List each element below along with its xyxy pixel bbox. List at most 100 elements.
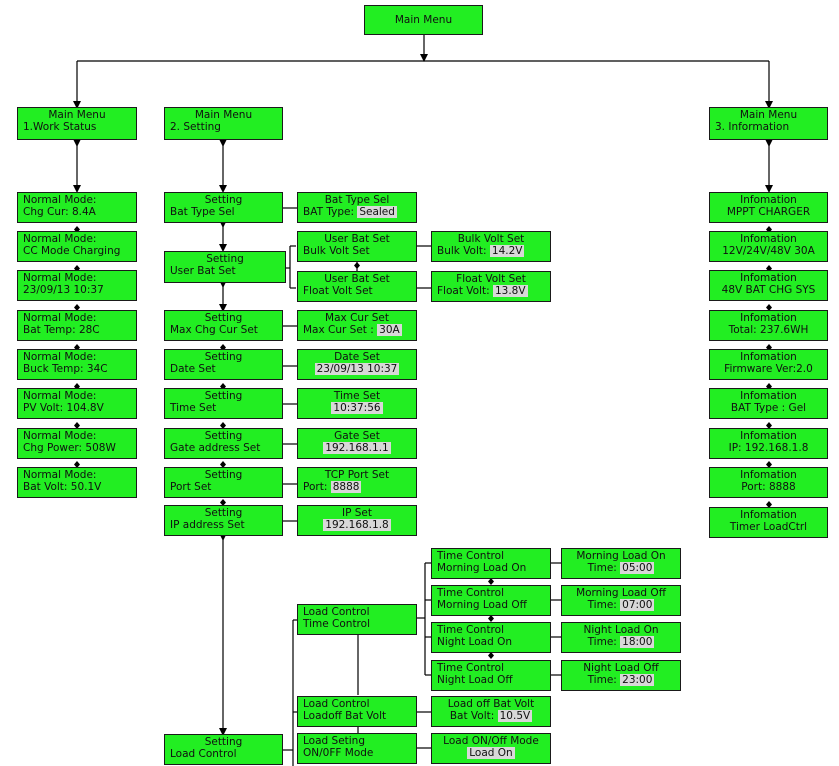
load-onoff-value: Load On	[467, 747, 515, 759]
time-control-label: Morning Load Off	[437, 599, 527, 611]
setting-gate-address[interactable]: Setting Gate address Set	[164, 428, 283, 459]
time-control-morning-off[interactable]: Time Control Morning Load Off	[431, 585, 551, 616]
setting-header[interactable]: Main Menu 2. Setting	[164, 107, 283, 140]
load-onoff-mode-value-box[interactable]: Load ON/Off Mode Load On	[431, 733, 551, 764]
morning-load-on-box[interactable]: Morning Load On Time: 05:00	[561, 548, 681, 579]
work-item-title: Normal Mode:	[23, 351, 97, 363]
info-item-ip[interactable]: Infomation IP: 192.168.1.8	[709, 428, 828, 459]
time-control-night-off[interactable]: Time Control Night Load Off	[431, 660, 551, 691]
gate-set-box[interactable]: Gate Set 192.168.1.1	[297, 428, 417, 459]
date-set-title: Date Set	[334, 351, 380, 363]
timer-title: Night Load On	[583, 624, 659, 636]
setting-user-bat-set[interactable]: Setting User Bat Set	[164, 251, 286, 283]
info-item-chg-sys[interactable]: Infomation 48V BAT CHG SYS	[709, 270, 828, 301]
morning-load-off-box[interactable]: Morning Load Off Time: 07:00	[561, 585, 681, 616]
load-off-bat-volt-value-box[interactable]: Load off Bat Volt Bat Volt: 10.5V	[431, 696, 551, 727]
timer-title: Night Load Off	[583, 662, 659, 674]
bulk-volt-set-box[interactable]: Bulk Volt Set Bulk Volt: 14.2V	[431, 231, 551, 262]
load-control-label: Loadoff Bat Volt	[303, 710, 387, 722]
time-set-box[interactable]: Time Set 10:37:56	[297, 388, 417, 419]
setting-item-label: User Bat Set	[170, 265, 236, 277]
info-item-value: IP: 192.168.1.8	[728, 442, 809, 454]
load-control-title: Load Seting	[303, 735, 366, 747]
work-item-bat-temp[interactable]: Normal Mode: Bat Temp: 28C	[17, 310, 137, 341]
setting-ip-address[interactable]: Setting IP address Set	[164, 505, 283, 536]
date-set-box[interactable]: Date Set 23/09/13 10:37	[297, 349, 417, 380]
time-control-morning-on[interactable]: Time Control Morning Load On	[431, 548, 551, 579]
setting-time-set[interactable]: Setting Time Set	[164, 388, 283, 419]
info-header[interactable]: Main Menu 3. Information	[709, 107, 828, 140]
work-item-buck-temp[interactable]: Normal Mode: Buck Temp: 34C	[17, 349, 137, 380]
float-volt-set-box[interactable]: Float Volt Set Float Volt: 13.8V	[431, 271, 551, 302]
work-item-pv-volt[interactable]: Normal Mode: PV Volt: 104.8V	[17, 388, 137, 419]
work-status-header[interactable]: Main Menu 1.Work Status	[17, 107, 137, 140]
work-item-value: Chg Cur: 8.4A	[23, 206, 96, 218]
float-volt-value: 13.8V	[492, 285, 528, 297]
bulk-volt-value: 14.2V	[489, 245, 525, 257]
setting-bat-type-sel[interactable]: Setting Bat Type Sel	[164, 192, 283, 223]
bat-type-title: Bat Type Sel	[324, 194, 390, 206]
setting-load-control[interactable]: Setting Load Control	[164, 734, 283, 765]
setting-item-title: Setting	[204, 390, 243, 402]
info-header-line1: Main Menu	[739, 109, 798, 121]
tcp-port-title: TCP Port Set	[324, 469, 390, 481]
setting-header-line2: 2. Setting	[170, 121, 221, 133]
setting-port-set[interactable]: Setting Port Set	[164, 467, 283, 498]
load-onoff-title: Load ON/Off Mode	[443, 735, 539, 747]
work-item-datetime[interactable]: Normal Mode: 23/09/13 10:37	[17, 270, 137, 301]
info-item-total-energy[interactable]: Infomation Total: 237.6WH	[709, 310, 828, 341]
setting-item-label: Date Set	[170, 363, 216, 375]
time-set-value: 10:37:56	[331, 402, 383, 414]
info-item-value: 12V/24V/48V 30A	[722, 245, 815, 257]
bat-type-sel-box[interactable]: Bat Type Sel BAT Type: Sealed	[297, 192, 417, 223]
info-item-mppt-charger[interactable]: Infomation MPPT CHARGER	[709, 192, 828, 223]
bat-type-label: BAT Type:	[303, 206, 354, 218]
setting-max-chg-cur[interactable]: Setting Max Chg Cur Set	[164, 310, 283, 341]
work-item-value: Chg Power: 508W	[23, 442, 116, 454]
info-item-title: Infomation	[740, 312, 797, 324]
work-item-title: Normal Mode:	[23, 469, 97, 481]
work-item-title: Normal Mode:	[23, 272, 97, 284]
work-item-charge-current[interactable]: Normal Mode: Chg Cur: 8.4A	[17, 192, 137, 223]
work-item-bat-volt[interactable]: Normal Mode: Bat Volt: 50.1V	[17, 467, 137, 498]
work-item-chg-power[interactable]: Normal Mode: Chg Power: 508W	[17, 428, 137, 459]
setting-item-title: Setting	[204, 430, 243, 442]
info-item-firmware[interactable]: Infomation Firmware Ver:2.0	[709, 349, 828, 380]
work-item-charge-mode[interactable]: Normal Mode: CC Mode Charging	[17, 231, 137, 262]
info-item-bat-type[interactable]: Infomation BAT Type : Gel	[709, 388, 828, 419]
main-menu-box[interactable]: Main Menu	[364, 5, 483, 35]
gate-set-title: Gate Set	[334, 430, 380, 442]
setting-item-title: Setting	[204, 507, 243, 519]
user-bat-float-box[interactable]: User Bat Set Float Volt Set	[297, 271, 417, 302]
info-item-title: Infomation	[740, 272, 797, 284]
max-cur-set-box[interactable]: Max Cur Set Max Cur Set : 30A	[297, 310, 417, 341]
night-load-on-box[interactable]: Night Load On Time: 18:00	[561, 622, 681, 653]
info-item-voltage-rating[interactable]: Infomation 12V/24V/48V 30A	[709, 231, 828, 262]
work-item-title: Normal Mode:	[23, 194, 97, 206]
tcp-port-set-box[interactable]: TCP Port Set Port: 8888	[297, 467, 417, 498]
tcp-port-value: 8888	[330, 481, 362, 493]
ip-set-title: IP Set	[341, 507, 372, 519]
ip-set-box[interactable]: IP Set 192.168.1.8	[297, 505, 417, 536]
load-time-control-box[interactable]: Load Control Time Control	[297, 604, 417, 635]
time-control-title: Time Control	[437, 624, 504, 636]
load-onoff-mode-box[interactable]: Load Seting ON/0FF Mode	[297, 733, 417, 764]
info-item-value: Port: 8888	[741, 481, 796, 493]
time-control-night-on[interactable]: Time Control Night Load On	[431, 622, 551, 653]
setting-item-title: Setting	[204, 736, 243, 748]
setting-item-label: IP address Set	[170, 519, 245, 531]
timer-value: 05:00	[620, 562, 655, 574]
load-loadoff-bat-volt-box[interactable]: Load Control Loadoff Bat Volt	[297, 696, 417, 727]
bulk-volt-title: Bulk Volt Set	[457, 233, 525, 245]
setting-date-set[interactable]: Setting Date Set	[164, 349, 283, 380]
setting-item-label: Time Set	[170, 402, 217, 414]
info-item-value: Firmware Ver:2.0	[724, 363, 813, 375]
night-load-off-box[interactable]: Night Load Off Time: 23:00	[561, 660, 681, 691]
info-item-title: Infomation	[740, 233, 797, 245]
load-control-label: Time Control	[303, 618, 370, 630]
info-item-port[interactable]: Infomation Port: 8888	[709, 467, 828, 498]
info-item-timer-loadctrl[interactable]: Infomation Timer LoadCtrl	[709, 507, 828, 538]
setting-item-label: Max Chg Cur Set	[170, 324, 258, 336]
user-bat-bulk-box[interactable]: User Bat Set Bulk Volt Set	[297, 231, 417, 262]
info-header-line2: 3. Information	[715, 121, 790, 133]
